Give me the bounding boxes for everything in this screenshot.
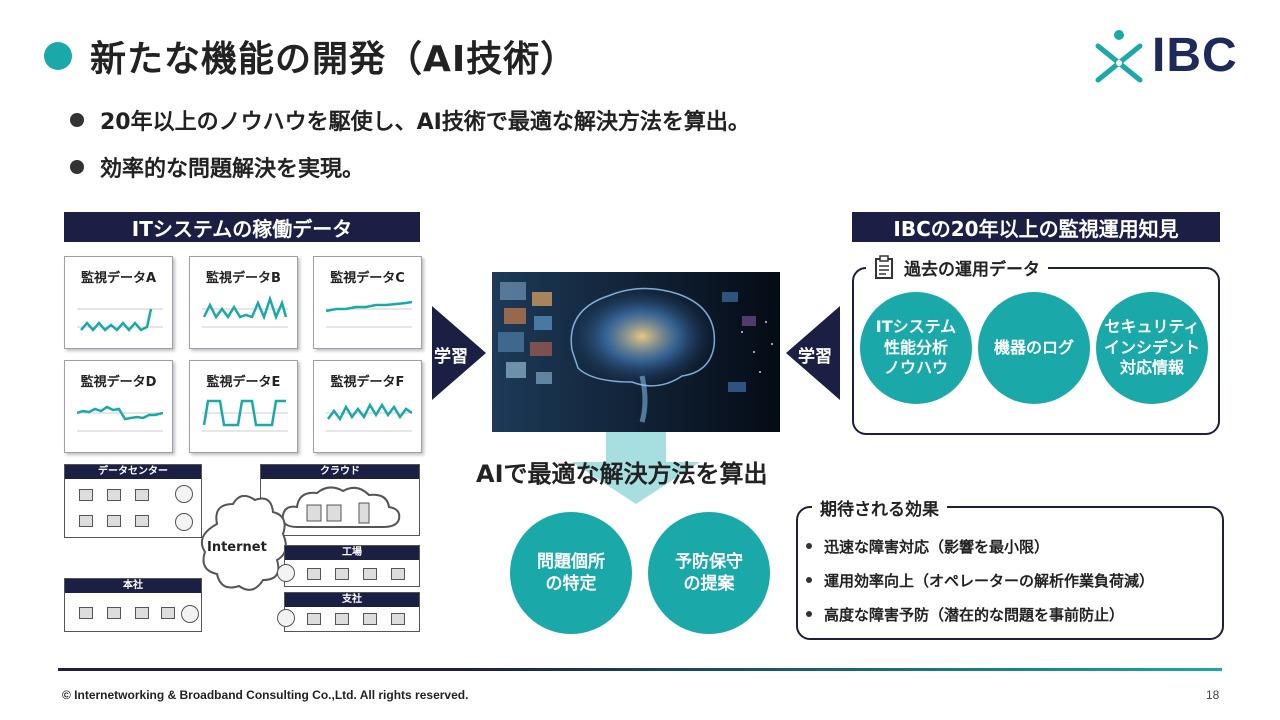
monitor-card-c: 監視データC: [313, 256, 422, 349]
factory-box: 工場: [277, 545, 420, 587]
left-section-header: ITシステムの稼働データ: [64, 212, 420, 242]
effects-title: 期待される効果: [812, 496, 947, 520]
past-data-title: 過去の運用データ: [866, 254, 1048, 280]
effect-item-1: 迅速な障害対応（影響を最小限）: [806, 536, 1049, 557]
effect-item-2: 運用効率向上（オペレーターの解析作業負荷減）: [806, 570, 1154, 591]
learn-label-left: 学習: [434, 347, 468, 367]
learn-arrow-right: [786, 306, 840, 400]
bullet-2: 効率的な問題解決を実現。: [70, 151, 364, 183]
circle-problem-location: 問題個所の特定: [510, 512, 632, 634]
ibc-logo-icon: [1095, 30, 1143, 83]
title-bullet-dot: [44, 42, 72, 70]
effect-item-3: 高度な障害予防（潜在的な問題を事前防止）: [806, 604, 1124, 625]
cloud-icon: [281, 486, 401, 528]
page-number: 18: [1206, 688, 1220, 702]
footer-divider: [58, 668, 1222, 671]
right-section-header: IBCの20年以上の監視運用知見: [852, 212, 1220, 242]
cloud-box: クラウド: [260, 464, 420, 536]
circle-security-incident: セキュリティインシデント対応情報: [1096, 292, 1208, 404]
bullet-1: 20年以上のノウハウを駆使し、AI技術で最適な解決方法を算出。: [70, 104, 750, 136]
monitor-card-d: 監視データD: [64, 360, 173, 453]
hq-box: 本社: [64, 578, 202, 632]
branch-box: 支社: [277, 592, 420, 632]
logo-text: IBC: [1152, 29, 1238, 82]
monitor-card-b: 監視データB: [189, 256, 298, 349]
effects-box: [796, 506, 1224, 640]
page-title: 新たな機能の開発（AI技術）: [90, 39, 578, 80]
clipboard-icon: [875, 255, 893, 279]
monitor-card-f: 監視データF: [313, 360, 422, 453]
learn-label-right: 学習: [798, 347, 832, 367]
circle-device-logs: 機器のログ: [978, 292, 1090, 404]
ai-brain-image: [492, 272, 780, 432]
learn-arrow-left: [432, 306, 486, 400]
internet-cloud-icon: [201, 494, 287, 591]
footer-copyright: © Internetworking & Broadband Consulting…: [62, 688, 469, 702]
down-arrow: [572, 432, 700, 504]
monitor-card-e: 監視データE: [189, 360, 298, 453]
result-title: AIで最適な解決方法を算出: [476, 460, 768, 488]
datacenter-box: データセンター: [64, 464, 202, 538]
circle-performance-knowhow: ITシステム性能分析ノウハウ: [860, 292, 972, 404]
monitor-card-a: 監視データA: [64, 256, 173, 349]
circle-preventive-maintenance: 予防保守の提案: [648, 512, 770, 634]
internet-label: Internet: [207, 540, 267, 555]
